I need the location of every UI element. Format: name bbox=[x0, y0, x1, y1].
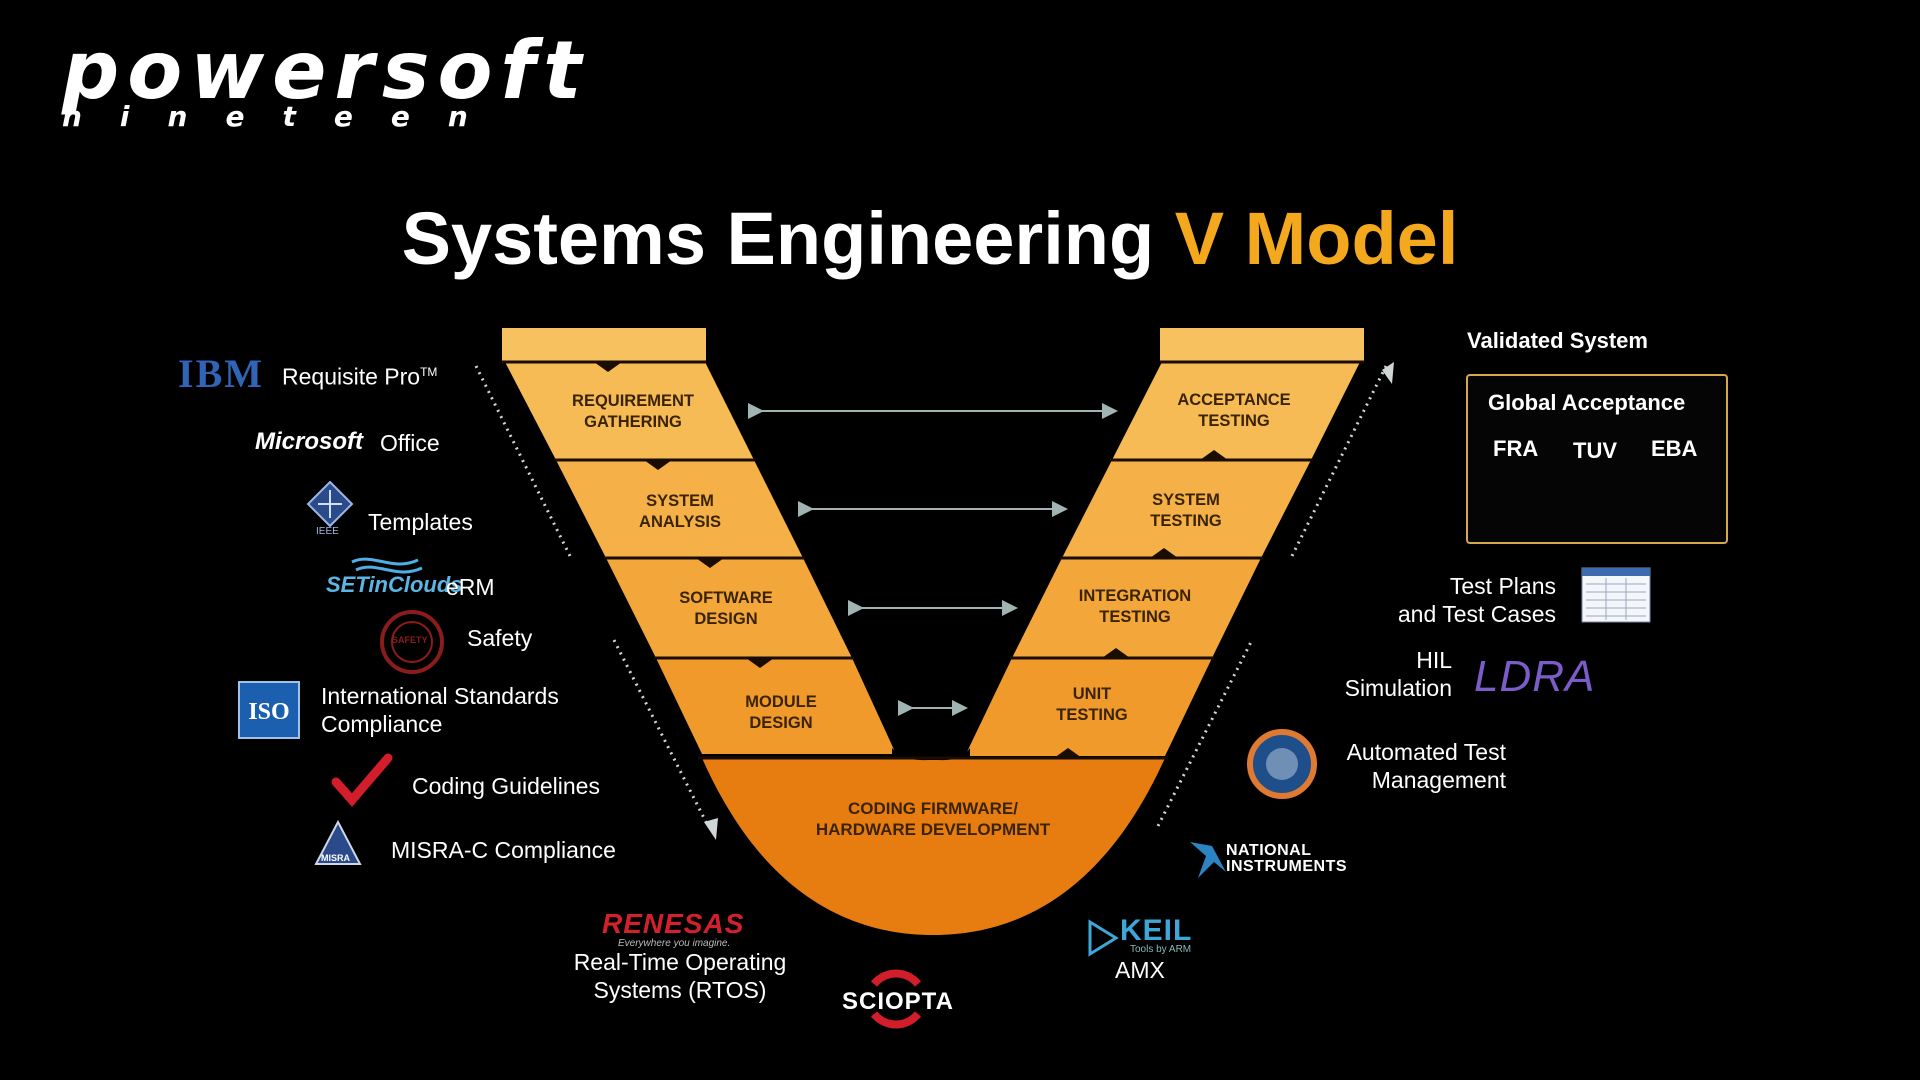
left-cap bbox=[502, 328, 706, 362]
title-main: Systems Engineering bbox=[401, 197, 1155, 280]
misra-logo-text: MISRA bbox=[321, 853, 350, 863]
band-right-3 bbox=[1012, 558, 1261, 658]
band-left-1 bbox=[505, 362, 754, 460]
ni-icon bbox=[1190, 842, 1226, 878]
ibm-logo: IBM bbox=[178, 351, 264, 396]
renesas-logo: RENESAS bbox=[602, 908, 745, 939]
ldra-logo: LDRA bbox=[1474, 652, 1596, 701]
band-bottom bbox=[702, 758, 1165, 935]
global-acceptance-box: Global Acceptance FRA TUV EBA bbox=[1466, 374, 1728, 544]
band-left-2 bbox=[556, 460, 803, 558]
safety-stamp-text: SAFETY bbox=[392, 635, 428, 645]
safety-label: Safety bbox=[467, 625, 533, 651]
brand-logo: powersoft bbox=[62, 24, 590, 117]
setinclouds-waves-icon bbox=[351, 557, 423, 574]
safety-stamp-icon bbox=[380, 610, 444, 674]
keil-tagline: Tools by ARM bbox=[1130, 944, 1192, 955]
requisite-pro-label: Requisite ProTM bbox=[282, 363, 438, 390]
office-label: Office bbox=[380, 430, 440, 456]
keil-icon bbox=[1088, 919, 1119, 957]
iso-logo: ISO bbox=[238, 681, 300, 739]
band-left-4 bbox=[656, 658, 896, 754]
amx-label: AMX bbox=[1115, 957, 1165, 983]
stage-coding: CODING FIRMWARE/HARDWARE DEVELOPMENT bbox=[815, 799, 1051, 839]
band-right-4 bbox=[965, 658, 1212, 756]
test-plans-spreadsheet-icon bbox=[1581, 567, 1651, 623]
templates-label: Templates bbox=[368, 509, 473, 535]
renesas-tagline: Everywhere you imagine. bbox=[618, 938, 731, 949]
misra-label: MISRA-C Compliance bbox=[391, 837, 616, 863]
validated-system-label: Validated System bbox=[1467, 328, 1648, 353]
sciopta-icon bbox=[870, 969, 922, 1029]
erm-label: eRM bbox=[446, 574, 495, 600]
title-accent: V Model bbox=[1174, 197, 1459, 280]
global-acceptance-title: Global Acceptance bbox=[1488, 390, 1686, 415]
page-title: Systems Engineering V Model bbox=[0, 196, 1860, 281]
automated-test-icon bbox=[1247, 729, 1317, 799]
band-right-2 bbox=[1062, 460, 1311, 558]
sciopta-logo: SCIOPTA bbox=[842, 988, 954, 1015]
keil-logo: KEIL bbox=[1120, 914, 1193, 947]
setinclouds-logo: SETinClouds bbox=[326, 572, 463, 597]
ieee-icon bbox=[306, 480, 354, 528]
eba-label: EBA bbox=[1651, 436, 1698, 461]
tuv-label: TUV bbox=[1573, 438, 1617, 463]
right-cap bbox=[1160, 328, 1364, 362]
fra-label: FRA bbox=[1493, 436, 1539, 461]
band-left-3 bbox=[606, 558, 852, 658]
ieee-logo-text: IEEE bbox=[316, 526, 339, 537]
brand-tagline: nineteen bbox=[62, 100, 506, 133]
coding-guidelines-label: Coding Guidelines bbox=[412, 773, 600, 799]
microsoft-logo: Microsoft bbox=[255, 428, 363, 455]
check-icon bbox=[331, 753, 393, 807]
misra-icon bbox=[314, 819, 362, 865]
band-right-1 bbox=[1112, 362, 1360, 460]
